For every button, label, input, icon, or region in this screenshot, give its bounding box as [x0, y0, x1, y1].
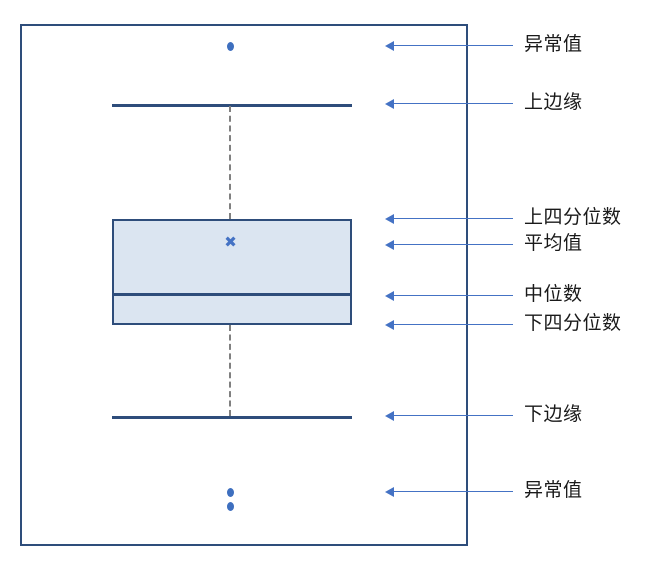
- arrow-line: [393, 491, 513, 492]
- outlier-point-bottom-2: [227, 502, 234, 511]
- mean-marker-icon: ✖: [224, 233, 237, 251]
- callout-outlier-top-label: 异常值: [524, 33, 583, 55]
- arrow-left-icon: [385, 487, 394, 497]
- lower-whisker-cap: [112, 416, 352, 419]
- arrow-line: [393, 218, 513, 219]
- callout-lower-quartile-label: 下四分位数: [524, 312, 622, 334]
- arrow-line: [393, 415, 513, 416]
- callout-median-label: 中位数: [524, 283, 583, 305]
- arrow-left-icon: [385, 291, 394, 301]
- callout-upper-quartile-label: 上四分位数: [524, 206, 622, 228]
- box-rect: [112, 219, 352, 325]
- upper-whisker-connector: [229, 106, 231, 219]
- callout-mean-label: 平均值: [524, 232, 583, 254]
- arrow-left-icon: [385, 99, 394, 109]
- arrow-left-icon: [385, 411, 394, 421]
- callout-outlier-bottom-label: 异常值: [524, 479, 583, 501]
- arrow-line: [393, 324, 513, 325]
- outlier-point-top: [227, 42, 234, 51]
- callout-upper-whisker-label: 上边缘: [524, 91, 583, 113]
- arrow-left-icon: [385, 41, 394, 51]
- arrow-line: [393, 244, 513, 245]
- arrow-left-icon: [385, 240, 394, 250]
- callout-lower-whisker-label: 下边缘: [524, 403, 583, 425]
- arrow-line: [393, 45, 513, 46]
- arrow-left-icon: [385, 320, 394, 330]
- outlier-point-bottom-1: [227, 488, 234, 497]
- arrow-line: [393, 295, 513, 296]
- lower-whisker-connector: [229, 325, 231, 416]
- median-line: [112, 293, 352, 296]
- arrow-left-icon: [385, 214, 394, 224]
- arrow-line: [393, 103, 513, 104]
- upper-whisker-cap: [112, 104, 352, 107]
